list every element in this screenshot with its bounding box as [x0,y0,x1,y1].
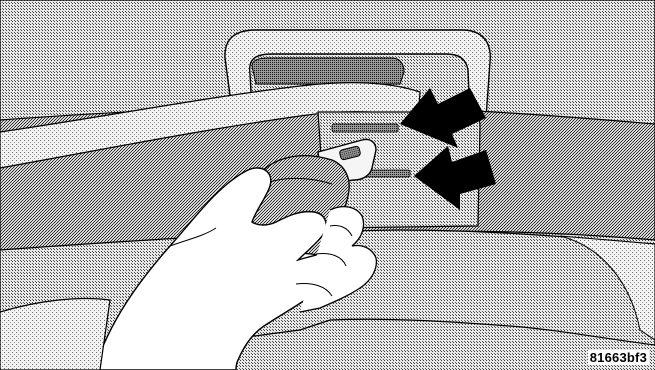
figure-code: 81663bf3 [587,350,649,365]
finger-crease-3 [295,283,333,297]
handle-recess [251,57,405,85]
latch-plate-slot [339,145,361,161]
finger-crease-1 [329,225,353,237]
hand-icon [93,167,352,370]
finger-crease-2 [315,253,347,267]
arrow-icon-lower [414,146,496,210]
lower-trim-edge [559,235,655,341]
sleeve [0,297,111,370]
thumb-line [169,227,217,247]
arrow-icon [400,88,486,148]
anchor-slot-upper [331,123,399,133]
